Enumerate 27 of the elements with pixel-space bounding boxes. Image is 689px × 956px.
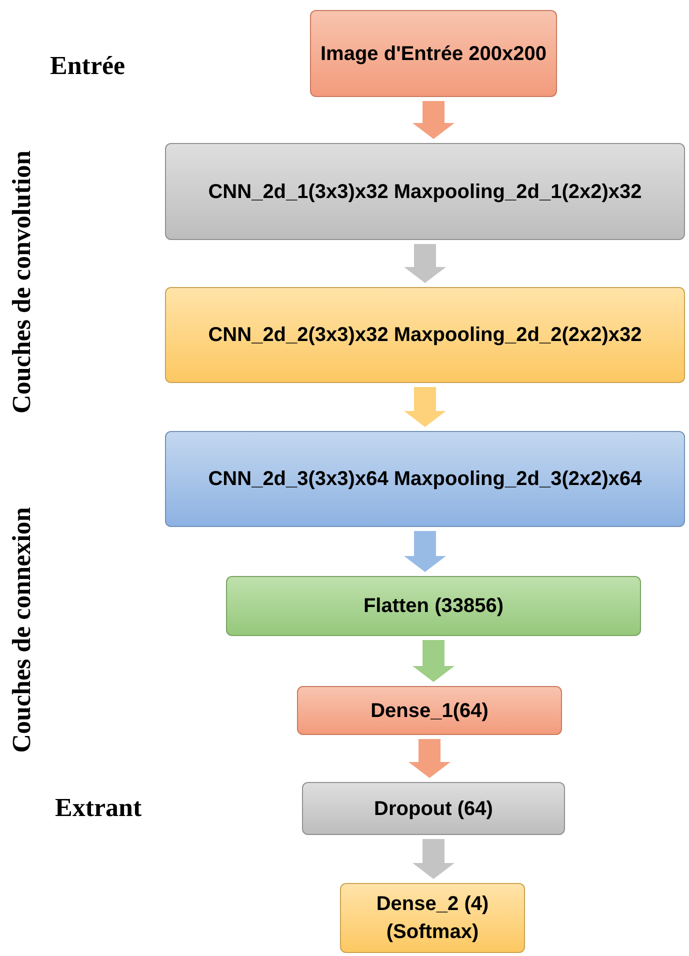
layer-box	[226, 576, 641, 636]
block-arrow	[404, 244, 446, 283]
block-arrow	[404, 387, 446, 427]
layer-box	[165, 143, 685, 240]
section-label: Entrée	[50, 50, 126, 82]
block-arrow	[412, 839, 454, 879]
layer-box	[310, 10, 557, 97]
layer-label: Image d'Entrée 200x200	[320, 42, 546, 66]
block-arrow	[404, 531, 446, 572]
section-label: Extrant	[55, 792, 142, 824]
block-arrow	[412, 640, 454, 682]
layer-box	[340, 883, 525, 953]
layer-box	[165, 431, 685, 527]
block-arrow	[412, 101, 454, 139]
layer-label: CNN_2d_1(3x3)x32 Maxpooling_2d_1(2x2)x32	[208, 180, 642, 204]
layer-label: Dense_1(64)	[370, 698, 488, 724]
layer-box	[297, 686, 562, 735]
layer-box	[302, 782, 565, 835]
layer-label: Dense_2 (4) (Softmax)	[375, 892, 490, 945]
section-label: Couches de connexion	[6, 507, 37, 753]
layer-label: CNN_2d_3(3x3)x64 Maxpooling_2d_3(2x2)x64	[208, 467, 642, 492]
layer-label: CNN_2d_2(3x3)x32 Maxpooling_2d_2(2x2)x32	[208, 323, 642, 348]
layer-label: Flatten (33856)	[363, 594, 504, 619]
section-label: Couches de convolution	[6, 150, 37, 414]
block-arrow	[408, 739, 450, 778]
layer-box	[165, 287, 685, 383]
layer-label: Dropout (64)	[374, 796, 493, 822]
